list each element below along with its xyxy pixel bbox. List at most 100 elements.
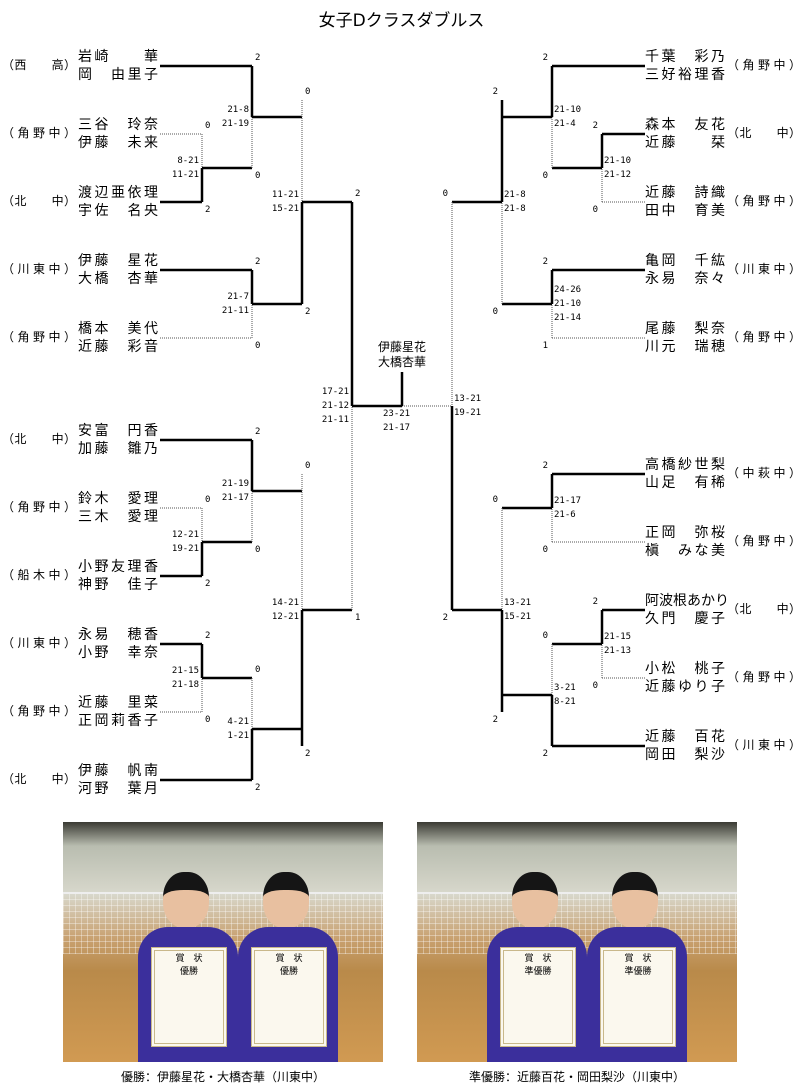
games-won: 1 [542, 341, 548, 351]
team-players: 尾藤 梨奈川元 瑞穂 [645, 320, 725, 356]
games-won: 0 [305, 87, 311, 97]
team-players: 阿波根あかり久門 慶子 [645, 592, 729, 628]
game-score: 13-21 [454, 394, 482, 404]
games-won: 2 [305, 307, 311, 317]
player-name: 加藤 雛乃 [78, 441, 158, 457]
game-score: 19-21 [171, 544, 199, 554]
team-school: （角野中） [2, 500, 76, 514]
game-score: 21-10 [554, 299, 582, 309]
games-won: 2 [255, 783, 261, 793]
player-figure: 賞 状優勝 [133, 872, 243, 1062]
player-name: 小松 桃子 [645, 661, 725, 677]
team-school: （角野中） [727, 58, 801, 72]
team-school: （川東中） [2, 636, 76, 650]
game-score: 21-19 [221, 119, 249, 129]
games-won: 0 [255, 341, 261, 351]
team-players: 三谷 玲奈伊藤 未来 [78, 116, 158, 152]
player-name: 阿波根あかり [645, 593, 729, 609]
player-name: 神野 佳子 [78, 577, 158, 593]
games-won: 0 [205, 715, 211, 725]
player-name: 三好裕理香 [645, 67, 725, 83]
game-score: 14-21 [271, 598, 299, 608]
runner-up-caption: 準優勝：近藤百花・岡田梨沙（川東中） [468, 1070, 685, 1084]
games-won: 2 [592, 597, 598, 607]
page-title: 女子Dクラスダブルス [318, 11, 485, 31]
games-won: 2 [205, 631, 211, 641]
player-figure: 賞 状準優勝 [482, 872, 592, 1062]
player-name: 森本 友花 [645, 117, 725, 133]
games-won: 0 [255, 171, 261, 181]
player-name: 宇佐 名央 [78, 203, 158, 219]
team-players: 安富 円香加藤 雛乃 [78, 422, 158, 458]
player-name: 近藤 詩織 [645, 185, 725, 201]
match-scores: 13-21 19-21 [454, 392, 481, 420]
games-won: 0 [205, 495, 211, 505]
certificate: 賞 状準優勝 [600, 947, 676, 1047]
team-players: 近藤 百花岡田 梨沙 [645, 728, 725, 764]
player-name: 三木 愛理 [78, 509, 158, 525]
winner-caption: 優勝：伊藤星花・大橋杏華（川東中） [120, 1070, 325, 1084]
games-won: 1 [355, 613, 361, 623]
game-score: 21-10 [604, 156, 632, 166]
team-players: 小野友理香神野 佳子 [78, 558, 158, 594]
team-players: 高橋紗世梨山足 有稀 [645, 456, 725, 492]
player-name: 岩崎 華 [78, 49, 158, 65]
team-players: 近藤 詩織田中 育美 [645, 184, 725, 220]
games-won: 2 [355, 189, 361, 199]
game-score: 15-21 [271, 204, 299, 214]
game-score: 12-21 [271, 612, 299, 622]
team-school: （角野中） [727, 534, 801, 548]
team-players: 渡辺亜依理宇佐 名央 [78, 184, 158, 220]
player-name: 橋本 美代 [78, 321, 158, 337]
game-score: 21-11 [321, 415, 349, 425]
team-school: （船木中） [2, 568, 76, 582]
game-score: 21-19 [221, 479, 249, 489]
game-score: 17-21 [321, 387, 349, 397]
player-name: 近藤 栞 [645, 135, 725, 151]
player-name: 高橋紗世梨 [645, 457, 725, 473]
game-score: 8-21 [554, 697, 576, 707]
team-players: 伊藤 星花大橋 杏華 [78, 252, 158, 288]
team-school: （角野中） [2, 704, 76, 718]
match-scores: 14-21 12-21 [272, 596, 299, 624]
player-name: 渡辺亜依理 [78, 185, 158, 201]
team-school: （中萩中） [727, 466, 801, 480]
player-figure: 賞 状準優勝 [582, 872, 692, 1062]
game-score: 24-26 [554, 285, 582, 295]
game-score: 19-21 [454, 408, 482, 418]
team-school: （角野中） [2, 330, 76, 344]
team-players: 千葉 彩乃三好裕理香 [645, 48, 725, 84]
games-won: 2 [205, 579, 211, 589]
games-won: 0 [255, 545, 261, 555]
game-score: 3-21 [554, 683, 576, 693]
certificate: 賞 状準優勝 [500, 947, 576, 1047]
player-name: 正岡莉香子 [78, 713, 158, 729]
game-score: 21-12 [604, 170, 632, 180]
game-score: 21-11 [221, 306, 249, 316]
games-won: 0 [442, 189, 448, 199]
team-players: 小松 桃子近藤ゆり子 [645, 660, 725, 696]
games-won: 0 [542, 545, 548, 555]
team-players: 森本 友花近藤 栞 [645, 116, 725, 152]
team-school: （北 中） [2, 772, 76, 786]
games-won: 2 [492, 87, 498, 97]
champion-name-1: 伊藤星花 [377, 340, 426, 354]
game-score: 21-17 [554, 496, 582, 506]
games-won: 0 [592, 681, 598, 691]
team-school: （角野中） [727, 194, 801, 208]
player-name: 近藤 彩音 [78, 339, 158, 355]
game-score: 21-17 [221, 493, 249, 503]
team-players: 橋本 美代近藤 彩音 [78, 320, 158, 356]
player-name: 近藤 里菜 [78, 695, 158, 711]
games-won: 2 [305, 749, 311, 759]
player-name: 千葉 彩乃 [645, 49, 725, 65]
game-score: 21-8 [504, 204, 526, 214]
match-scores: 3-21 8-21 [554, 681, 576, 709]
